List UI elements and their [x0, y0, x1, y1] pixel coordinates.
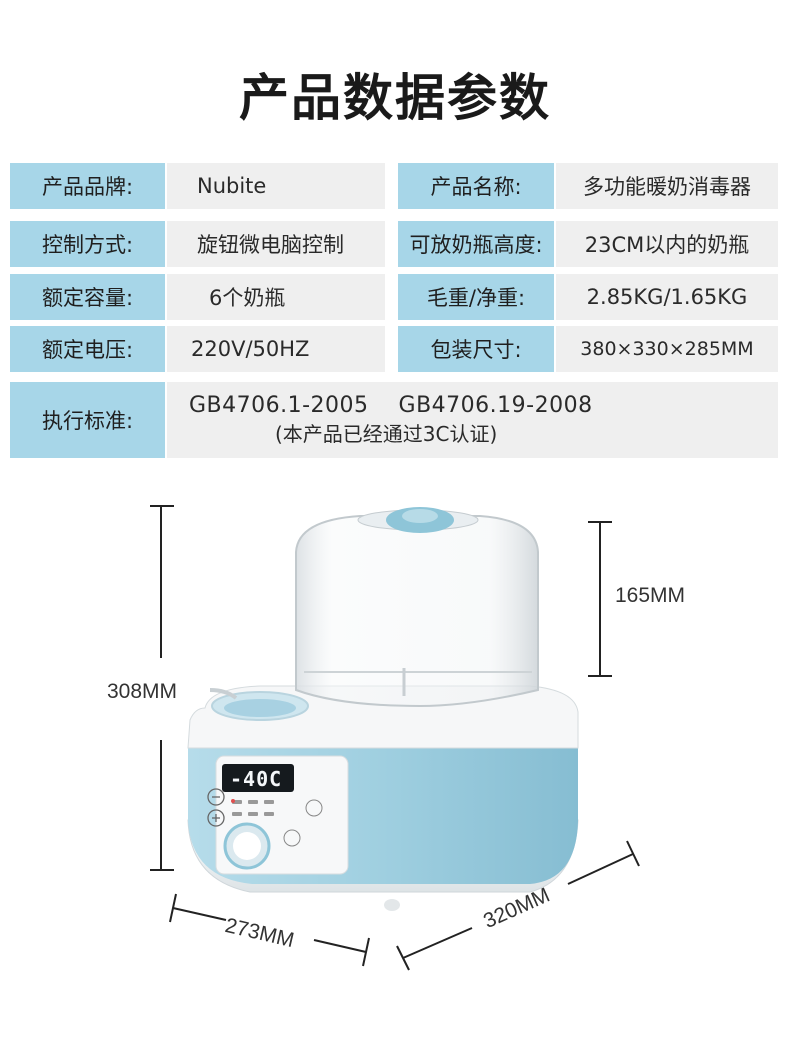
height-dimension-line [150, 505, 174, 871]
bottle-height-label: 可放奶瓶高度: [398, 221, 554, 267]
standard-codes: GB4706.1-2005 GB4706.19-2008 [189, 393, 593, 418]
capacity-value: 6个奶瓶 [167, 274, 385, 320]
package-label: 包装尺寸: [398, 326, 554, 372]
bottle-height-value: 23CM以内的奶瓶 [556, 221, 778, 267]
lid-height-label: 165MM [615, 584, 686, 607]
product-name-label: 产品名称: [398, 163, 554, 209]
package-value: 380×330×285MM [556, 326, 778, 372]
capacity-label: 额定容量: [10, 274, 165, 320]
standard-note: (本产品已经通过3C认证) [275, 422, 498, 446]
width-dimension-line [169, 893, 370, 967]
weight-label: 毛重/净重: [398, 274, 554, 320]
page-title: 产品数据参数 [239, 69, 551, 127]
depth-dimension-line [396, 840, 640, 971]
product-name-value: 多功能暖奶消毒器 [556, 163, 778, 209]
voltage-label: 额定电压: [10, 326, 165, 372]
standard-value: GB4706.1-2005 GB4706.19-2008 (本产品已经通过3C认… [167, 382, 778, 458]
lid-height-dimension-line [588, 521, 612, 677]
svg-text:-40C: -40C [230, 767, 282, 791]
standard-label: 执行标准: [10, 382, 165, 458]
brand-value: Nubite [167, 163, 385, 209]
control-label: 控制方式: [10, 221, 165, 267]
brand-label: 产品品牌: [10, 163, 165, 209]
control-value: 旋钮微电脑控制 [167, 221, 385, 267]
weight-value: 2.85KG/1.65KG [556, 274, 778, 320]
voltage-value: 220V/50HZ [167, 326, 385, 372]
total-height-label: 308MM [107, 680, 178, 703]
